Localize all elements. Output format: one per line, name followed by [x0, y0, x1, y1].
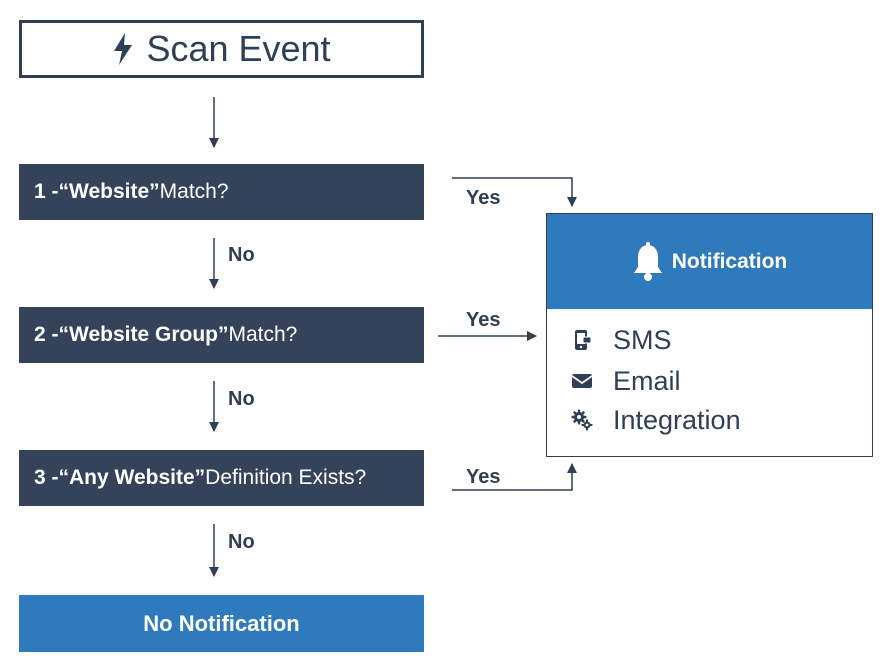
- step-3-question: Definition Exists?: [205, 466, 367, 489]
- step-1-website-match: 1 - “Website” Match?: [19, 164, 424, 220]
- no-label-step-3: No: [228, 531, 255, 553]
- arrow-yes-step-3: [452, 463, 577, 491]
- gears-icon: [571, 409, 593, 431]
- channel-sms-label: SMS: [613, 324, 672, 355]
- arrow-yes-step-1: [452, 177, 577, 207]
- yes-label-step-2: Yes: [466, 309, 501, 331]
- mobile-phone-icon: [575, 330, 592, 350]
- step-2-number: 2 -: [34, 323, 59, 346]
- step-2-question: Match?: [228, 323, 298, 346]
- yes-label-step-1: Yes: [466, 187, 501, 209]
- channel-email-label: Email: [613, 365, 681, 396]
- no-label-step-1: No: [228, 244, 255, 266]
- step-1-number: 1 -: [34, 180, 59, 203]
- channel-sms: SMS: [571, 322, 672, 358]
- step-2-quoted: “Website Group”: [58, 323, 229, 346]
- step-3-number: 3 -: [34, 466, 59, 489]
- notification-title: Notification: [671, 249, 788, 273]
- step-3-quoted: “Any Website”: [58, 466, 206, 489]
- channel-email: Email: [571, 363, 681, 399]
- bell-icon: [633, 241, 662, 281]
- channel-integration: Integration: [571, 402, 741, 438]
- scan-event-label: Scan Event: [146, 28, 331, 69]
- no-notification-label: No Notification: [143, 610, 300, 636]
- scan-event-box: Scan Event: [19, 20, 424, 78]
- no-notification-box: No Notification: [19, 595, 424, 652]
- notification-header: Notification: [547, 214, 872, 309]
- step-2-website-group-match: 2 - “Website Group” Match?: [19, 307, 424, 363]
- yes-label-step-3: Yes: [466, 466, 501, 488]
- no-label-step-2: No: [228, 388, 255, 410]
- step-3-any-website-definition: 3 - “Any Website” Definition Exists?: [19, 450, 424, 506]
- step-1-question: Match?: [159, 180, 229, 203]
- envelope-icon: [571, 374, 593, 388]
- channel-integration-label: Integration: [613, 404, 741, 435]
- notification-panel: Notification SMS Email: [546, 213, 873, 457]
- lightning-bolt-icon: [114, 33, 133, 65]
- step-1-quoted: “Website”: [58, 180, 160, 203]
